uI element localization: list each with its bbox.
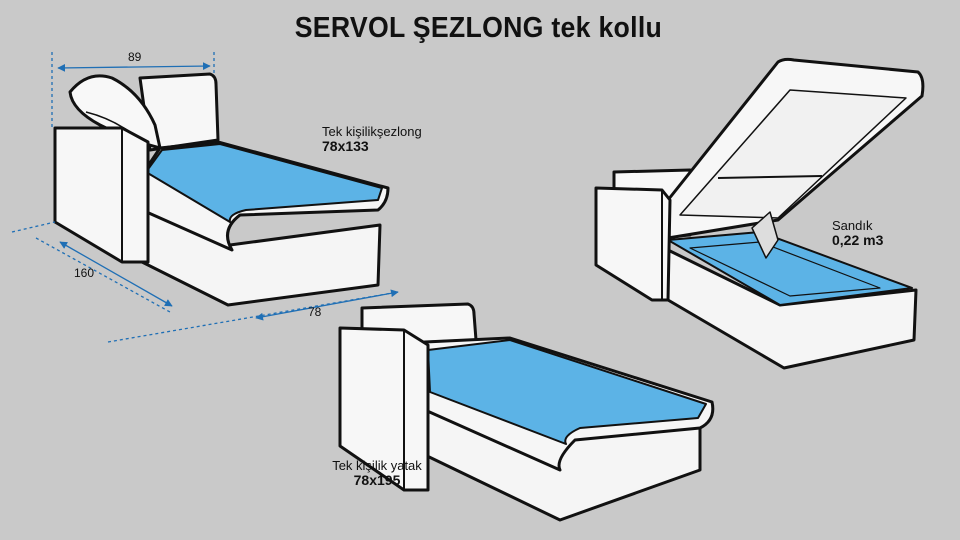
bed-size: 78x195 (353, 472, 401, 488)
chaise-label-text: Tek kişilikşezlong (322, 124, 422, 139)
chaise-label: Tek kişilikşezlong 78x133 (322, 124, 422, 154)
single-bed-drawing (338, 302, 715, 522)
page-title: SERVOL ŞEZLONG tek kollu (294, 12, 663, 44)
storage-volume: 0,22 m3 (832, 232, 884, 248)
dimension-width-top: 89 (128, 50, 142, 64)
dimension-width-front: 78 (308, 305, 322, 319)
chaise-lounge-drawing (53, 72, 390, 307)
bed-label: Tek kişilik yatak 78x195 (312, 458, 442, 488)
dimension-depth: 160 (74, 266, 95, 280)
chaise-size: 78x133 (322, 138, 369, 154)
storage-label: Sandık 0,22 m3 (832, 218, 883, 248)
bed-label-text: Tek kişilik yatak (332, 458, 422, 473)
storage-chaise-drawing (594, 57, 925, 370)
storage-label-text: Sandık (832, 218, 873, 233)
dimension-lines (11, 52, 399, 343)
